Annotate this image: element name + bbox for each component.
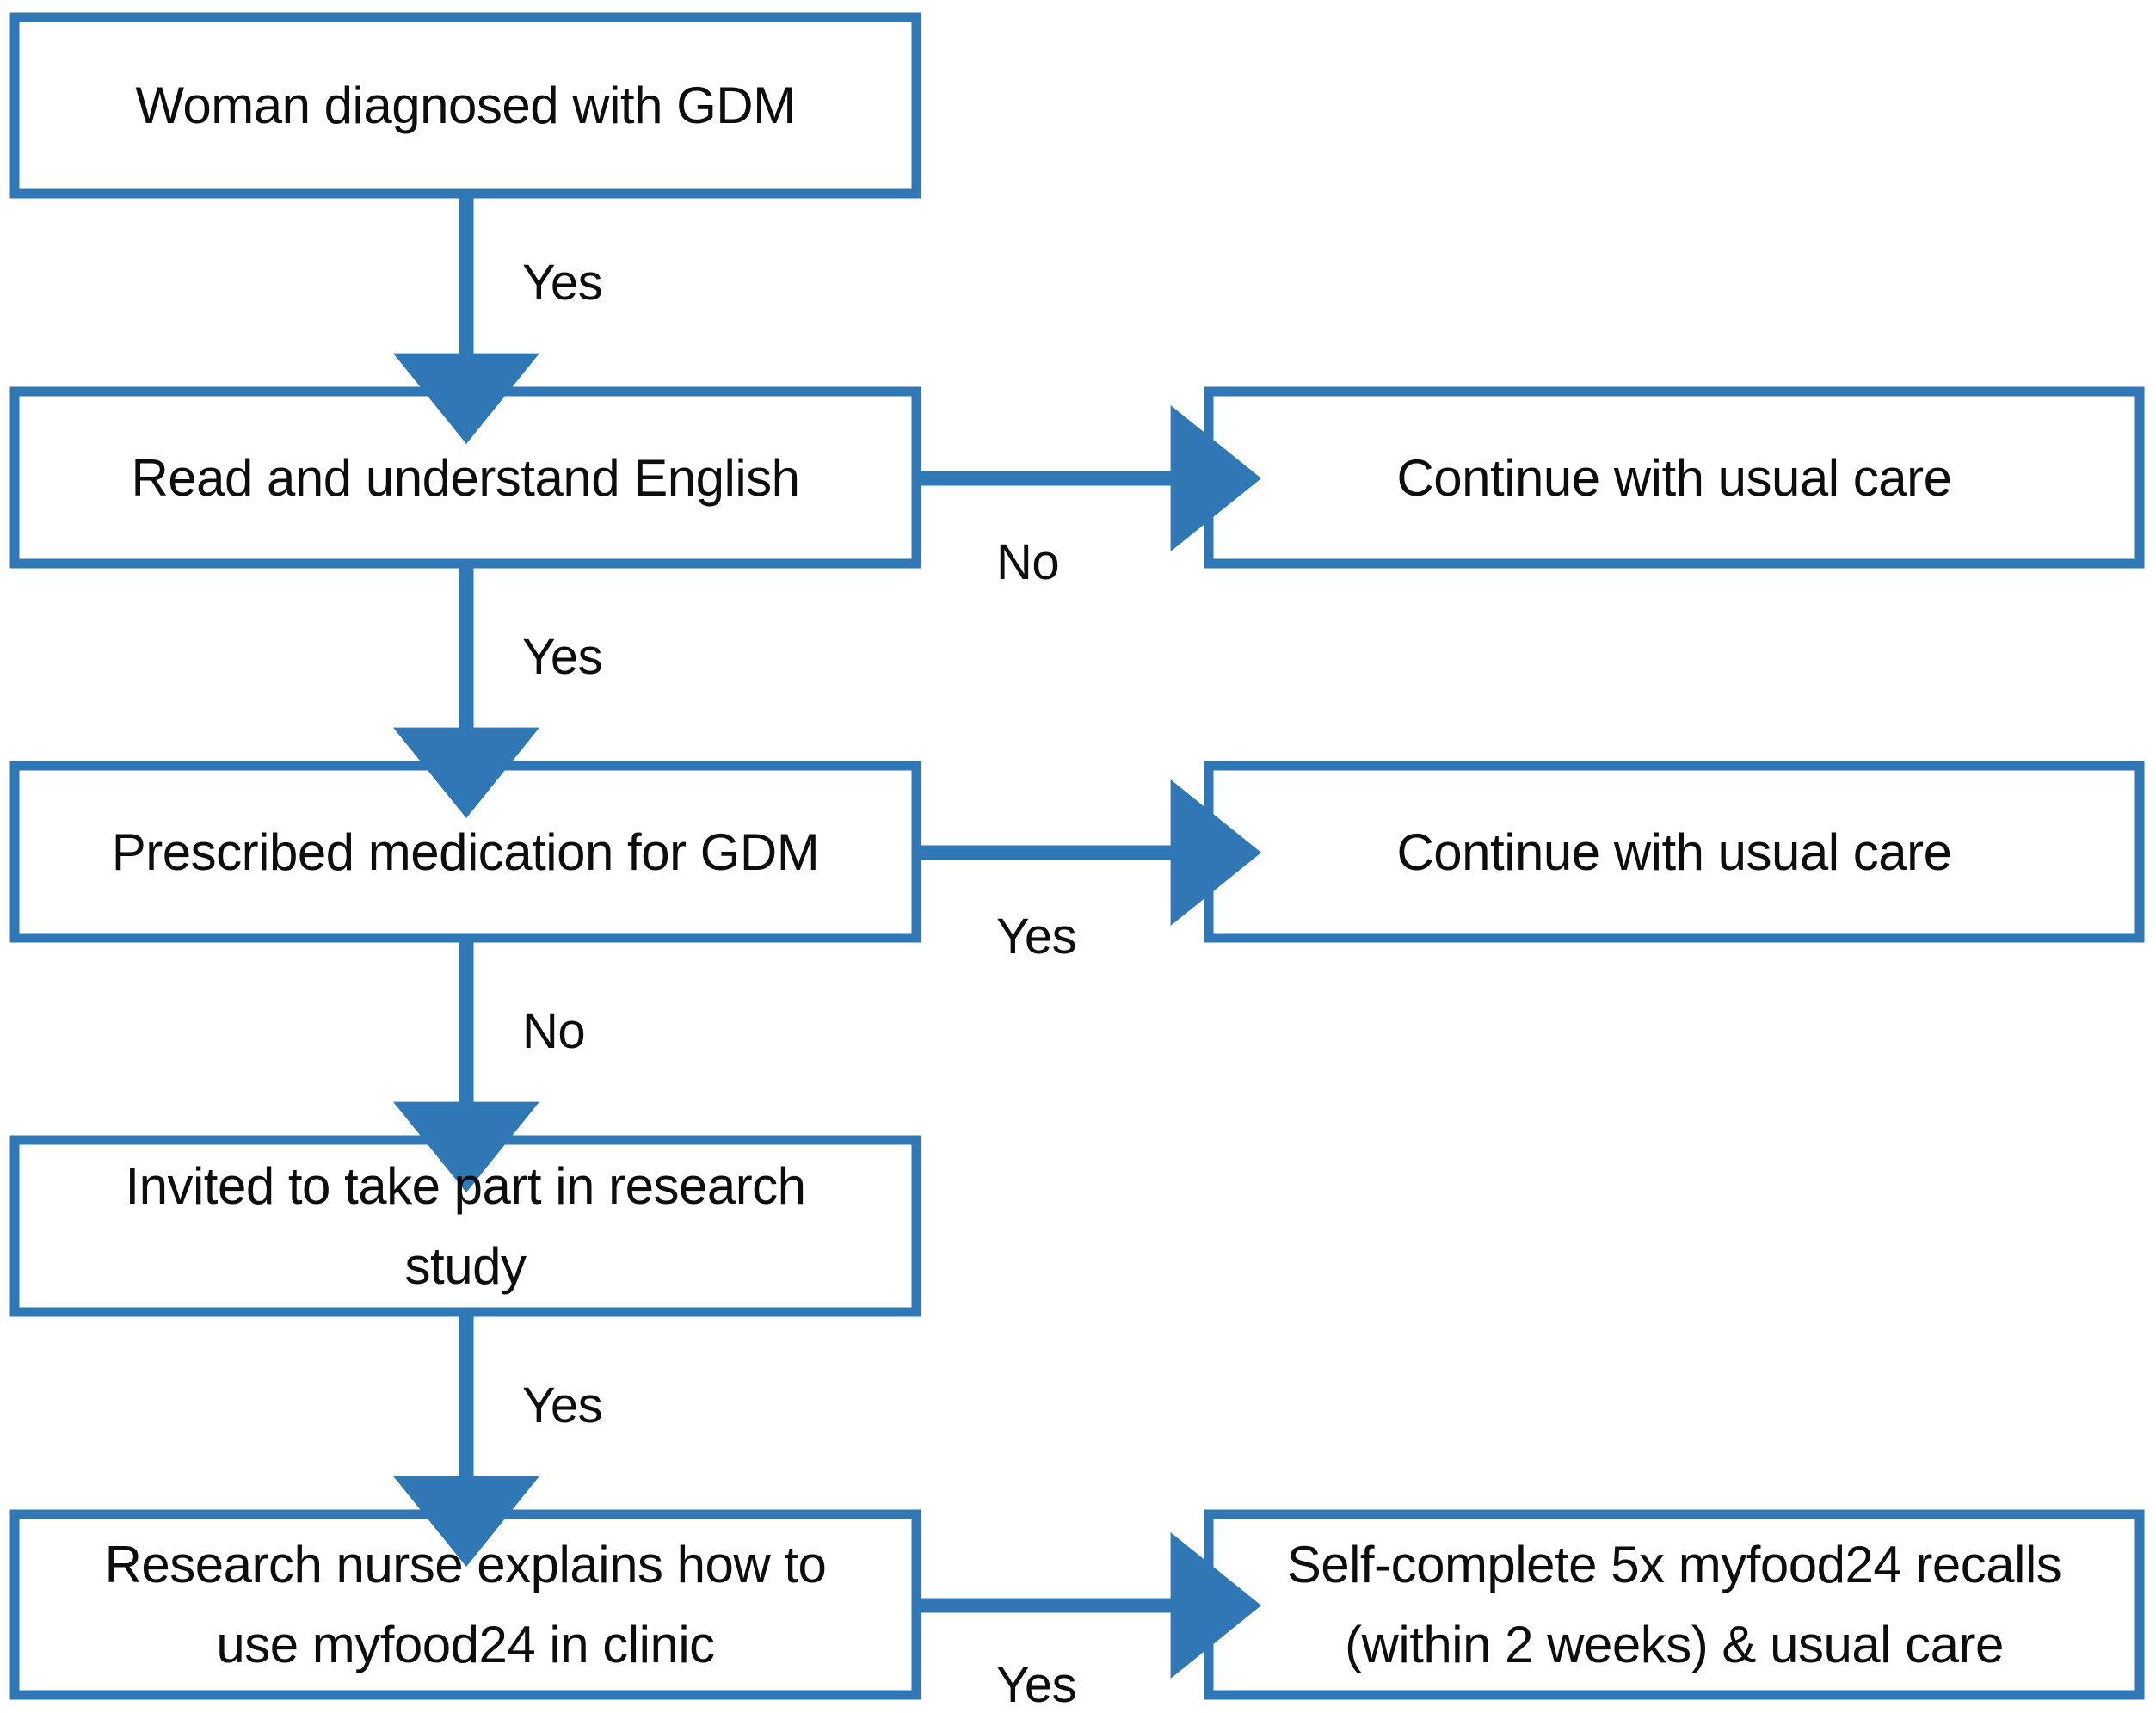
node-label-continue-usual-care-1: Continue with usual care xyxy=(1396,448,1952,507)
node-box-n3 xyxy=(1204,386,2145,569)
node-box-n1 xyxy=(9,12,921,199)
edge-label-n2-n4-yes: Yes xyxy=(522,629,603,685)
edge-label-n7-n8-yes: Yes xyxy=(996,1657,1077,1713)
node-label-research-nurse-explains: Research nurse explains how to use myfoo… xyxy=(104,1536,827,1673)
edge-label-n6-n7-yes: Yes xyxy=(522,1377,603,1433)
node-label-woman-diagnosed-gdm: Woman diagnosed with GDM xyxy=(135,77,796,134)
node-label-invited-research-study: Invited to take part in research study xyxy=(125,1157,806,1295)
node-label-self-complete-recalls: Self-complete 5x myfood24 recalls (withi… xyxy=(1286,1536,2062,1673)
edge-connectors xyxy=(393,194,1261,1679)
node-label-read-understand-english: Read and understand English xyxy=(131,448,800,507)
edge-label-n2-n3-no: No xyxy=(996,534,1060,590)
node-label-prescribed-medication-gdm: Prescribed medication for GDM xyxy=(111,823,820,881)
node-label-continue-usual-care-2: Continue with usual care xyxy=(1396,823,1952,881)
edge-label-n1-n2-yes: Yes xyxy=(522,255,603,311)
node-box-n5 xyxy=(1204,761,2145,943)
edge-label-n4-n5-yes: Yes xyxy=(996,909,1077,964)
edge-label-n4-n6-no: No xyxy=(522,1003,586,1059)
